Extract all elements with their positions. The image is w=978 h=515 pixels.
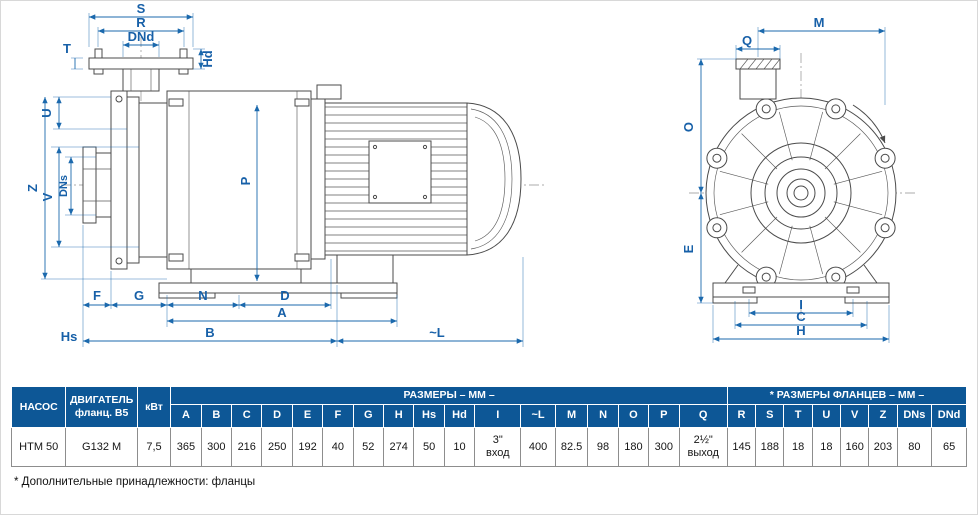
cell-L: 400: [520, 427, 556, 468]
dim-label-c: C: [796, 309, 806, 324]
cell-N: 98: [587, 427, 619, 468]
cell-A: 365: [170, 427, 202, 468]
col-header-DNd: DNd: [931, 404, 967, 429]
cell-DNs: 80: [896, 427, 933, 468]
cell-Z: 203: [868, 427, 898, 468]
col-header-motor: ДВИГАТЕЛЬ фланц. В5: [65, 385, 138, 429]
dim-label-g: G: [134, 288, 144, 303]
cell-S: 188: [755, 427, 785, 468]
cell-pump: HTM 50: [10, 427, 67, 468]
technical-drawing: S R DNd T Hd U V Z DNs P: [25, 1, 915, 347]
col-header-T: T: [783, 404, 813, 429]
dim-label-t: T: [63, 41, 71, 56]
flange-group-header: * РАЗМЕРЫ ФЛАНЦЕВ – ММ –: [726, 385, 968, 406]
dim-label-b: B: [205, 325, 214, 340]
col-header-H: H: [382, 404, 415, 429]
col-header-O: O: [617, 404, 650, 429]
dim-label-f: F: [93, 288, 101, 303]
col-header-V: V: [840, 404, 870, 429]
cell-R: 145: [726, 427, 757, 468]
col-header-C: C: [231, 404, 263, 429]
cell-D: 250: [261, 427, 293, 468]
cell-T: 18: [783, 427, 813, 468]
side-view-drawing: [61, 37, 546, 299]
col-header-Z: Z: [868, 404, 898, 429]
dim-label-hd: Hd: [200, 50, 215, 67]
cell-B: 300: [200, 427, 233, 468]
cell-motor: G132 M: [65, 427, 138, 468]
cell-V: 160: [840, 427, 870, 468]
col-header-I: I: [474, 404, 522, 429]
cell-F: 40: [322, 427, 354, 468]
col-header-D: D: [261, 404, 293, 429]
table-row: HTM 50 G132 M 7,5 365 300 216 250 192 40…: [10, 427, 967, 468]
col-header-kw: кВт: [136, 385, 172, 429]
dim-label-a: A: [277, 305, 287, 320]
col-header-U: U: [811, 404, 842, 429]
dim-label-r: R: [136, 15, 146, 30]
cell-U: 18: [811, 427, 842, 468]
cell-Hs: 50: [413, 427, 445, 468]
col-header-B: B: [200, 404, 233, 429]
col-header-P: P: [648, 404, 680, 429]
cell-M: 82.5: [554, 427, 589, 468]
cell-G: 52: [352, 427, 385, 468]
dim-label-u: U: [39, 108, 54, 117]
dim-label-l: ~L: [429, 325, 445, 340]
col-header-DNs: DNs: [896, 404, 933, 429]
dim-label-dns: DNs: [58, 175, 70, 197]
col-header-R: R: [726, 404, 757, 429]
cell-Hd: 10: [443, 427, 476, 468]
cell-P: 300: [648, 427, 680, 468]
front-view-drawing: [689, 53, 915, 319]
dim-label-hs: Hs: [61, 329, 78, 344]
col-header-S: S: [755, 404, 785, 429]
col-header-Hs: Hs: [413, 404, 445, 429]
dim-label-q: Q: [742, 33, 752, 48]
dim-label-p: P: [238, 176, 253, 185]
col-header-A: A: [170, 404, 202, 429]
dim-label-m: M: [814, 15, 825, 30]
cell-Q: 2½" выход: [678, 427, 728, 468]
col-header-F: F: [322, 404, 354, 429]
dims-group-header: РАЗМЕРЫ – ММ –: [170, 385, 728, 406]
footnote: * Дополнительные принадлежности: фланцы: [14, 476, 256, 489]
dim-label-z: Z: [25, 184, 40, 192]
table-section: НАСОС ДВИГАТЕЛЬ фланц. В5 кВт РАЗМЕРЫ – …: [1, 378, 977, 468]
col-header-E: E: [291, 404, 324, 429]
cell-O: 180: [617, 427, 650, 468]
dim-label-s: S: [137, 1, 146, 16]
dim-label-v: V: [40, 192, 55, 201]
dim-label-i: I: [799, 297, 803, 312]
cell-kw: 7,5: [136, 427, 172, 468]
col-header-M: M: [554, 404, 589, 429]
side-view-dimensions: S R DNd T Hd U V Z DNs P: [25, 1, 524, 347]
dim-label-d: D: [280, 288, 289, 303]
col-header-Q: Q: [678, 404, 728, 429]
cell-C: 216: [231, 427, 263, 468]
cell-E: 192: [291, 427, 324, 468]
front-view-dimensions: M Q O E I C H: [681, 15, 890, 343]
dim-label-o: O: [681, 122, 696, 132]
dim-label-h: H: [796, 323, 805, 338]
cell-I: 3" вход: [474, 427, 522, 468]
dim-label-dnd: DNd: [128, 29, 155, 44]
dim-label-e: E: [681, 244, 696, 253]
col-header-N: N: [587, 404, 619, 429]
col-header-L: ~L: [520, 404, 556, 429]
col-header-pump: НАСОС: [10, 385, 67, 429]
cell-DNd: 65: [931, 427, 967, 468]
col-header-Hd: Hd: [443, 404, 476, 429]
dimensions-table: НАСОС ДВИГАТЕЛЬ фланц. В5 кВт РАЗМЕРЫ – …: [10, 385, 968, 468]
col-header-G: G: [352, 404, 385, 429]
dim-label-n: N: [198, 288, 207, 303]
cell-H: 274: [382, 427, 415, 468]
